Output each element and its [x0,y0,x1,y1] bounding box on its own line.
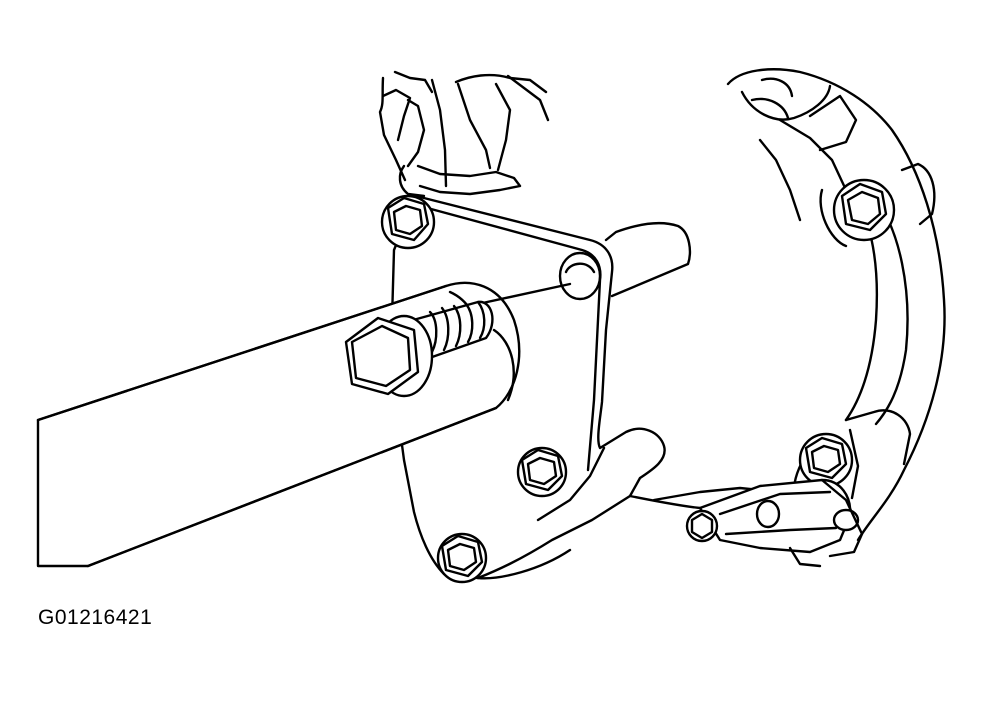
plate-lower-edge [476,494,702,580]
figure-id-label: G01216421 [38,606,153,629]
plate-bolt-top-left [380,194,436,250]
lower-bracket-arm [685,478,864,568]
housing-bolt-lower [798,432,854,488]
upper-housing-casting [378,70,550,198]
housing-bolt-upper [832,178,896,242]
flywheel-housing [652,68,946,542]
threaded-bolt [344,300,494,398]
plate-bolt-bottom-left [436,532,488,584]
plate-bolt-middle [516,446,568,498]
